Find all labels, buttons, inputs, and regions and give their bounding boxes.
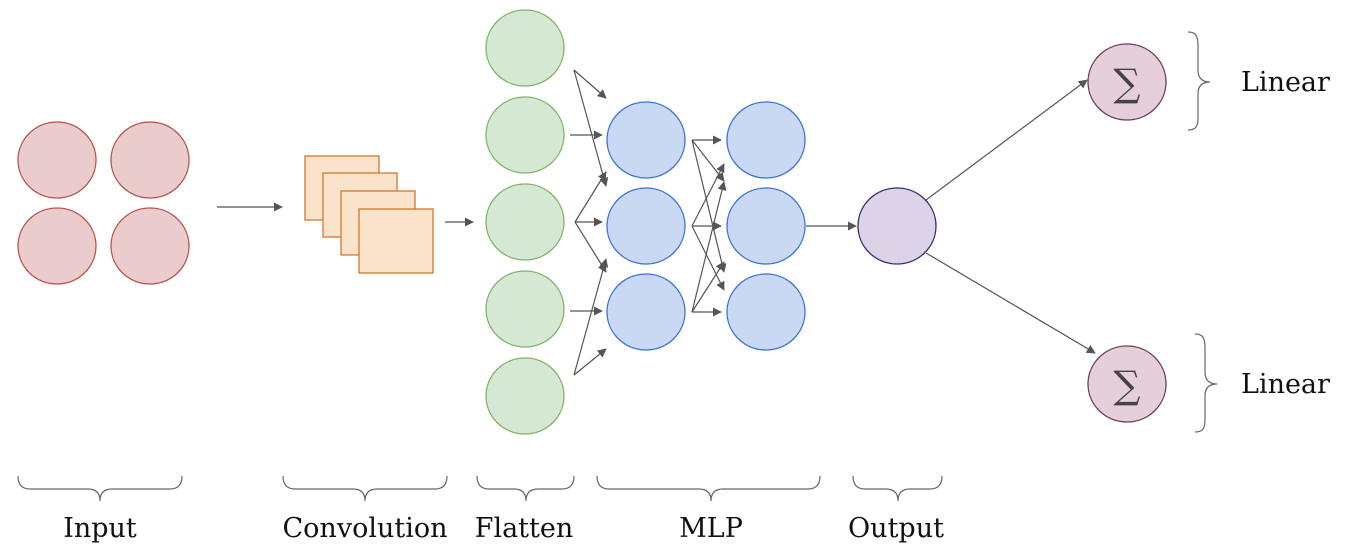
bottom-linear-brace xyxy=(1194,333,1218,433)
mlp-node xyxy=(606,273,686,351)
flatten-label: Flatten xyxy=(475,513,574,544)
flatten-to-mlp-edges xyxy=(570,69,609,376)
sum-symbol: ∑ xyxy=(1113,363,1140,407)
convolution-brace xyxy=(282,475,448,502)
mlp-node xyxy=(606,101,686,179)
output-to-top-head-arrow xyxy=(925,79,1088,201)
edge xyxy=(691,163,725,227)
mlp-node xyxy=(726,101,806,179)
edge xyxy=(574,221,607,273)
flatten-node xyxy=(485,9,565,87)
output-brace xyxy=(852,475,943,502)
sum-node xyxy=(1087,345,1167,423)
mlp-node xyxy=(726,273,806,351)
input-layer xyxy=(17,121,190,285)
input-node xyxy=(110,121,190,199)
convolution-layer xyxy=(304,155,434,274)
input-node xyxy=(110,207,190,285)
mlp-label: MLP xyxy=(679,513,743,544)
top-linear-brace xyxy=(1187,31,1211,131)
top-linear-label: Linear xyxy=(1241,67,1330,98)
input-label: Input xyxy=(63,513,137,544)
edge xyxy=(691,225,725,291)
flatten-layer xyxy=(485,9,565,435)
edge xyxy=(573,69,607,99)
mlp-node xyxy=(606,187,686,265)
flatten-node xyxy=(485,270,565,348)
input-node xyxy=(17,121,97,199)
sum-symbol: ∑ xyxy=(1113,61,1140,105)
edge xyxy=(574,171,607,223)
convolution-label: Convolution xyxy=(283,513,448,544)
output-to-bottom-head-arrow xyxy=(925,252,1096,354)
input-node xyxy=(17,207,97,285)
flatten-node xyxy=(485,183,565,261)
edge xyxy=(573,348,607,376)
output-node xyxy=(857,187,937,265)
input-brace xyxy=(17,475,183,502)
sum-node xyxy=(1087,43,1167,121)
edge xyxy=(691,261,725,313)
flatten-node xyxy=(485,357,565,435)
edge xyxy=(691,139,727,273)
bottom-head: ∑ xyxy=(1087,345,1167,423)
flatten-brace xyxy=(476,475,575,502)
mlp-node xyxy=(726,187,806,265)
mlp-layer xyxy=(606,101,806,351)
mlp-internal-edges xyxy=(691,135,727,317)
edge xyxy=(691,181,727,313)
edge xyxy=(573,69,609,187)
bottom-linear-label: Linear xyxy=(1241,369,1330,400)
mlp-brace xyxy=(596,475,821,502)
edge xyxy=(573,258,609,376)
feature-map xyxy=(358,208,434,274)
output-label: Output xyxy=(848,513,944,544)
flatten-node xyxy=(485,96,565,174)
top-head: ∑ xyxy=(1087,43,1167,121)
